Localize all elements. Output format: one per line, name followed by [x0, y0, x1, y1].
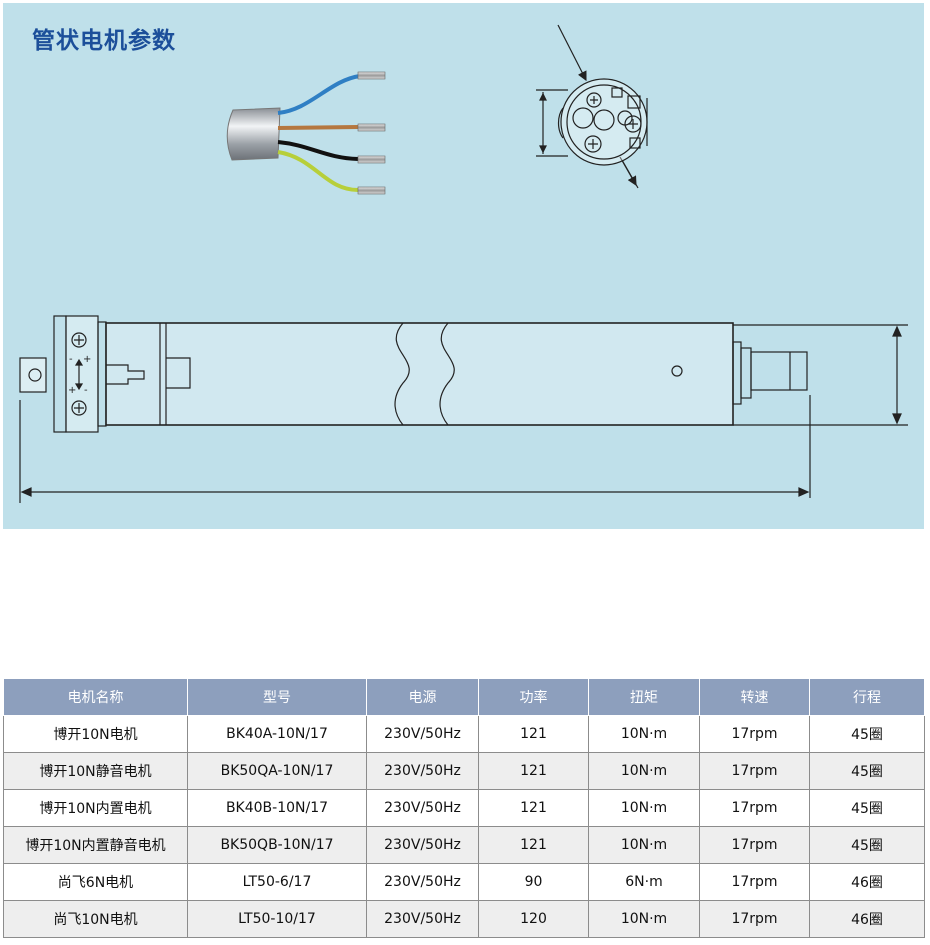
cell-motor-name: 博开10N内置电机 — [3, 789, 188, 827]
cell-model: LT50-6/17 — [187, 863, 367, 901]
table-row: 博开10N电机 BK40A-10N/17 230V/50Hz 121 10N·m… — [3, 715, 925, 753]
cell-power-supply: 230V/50Hz — [366, 900, 479, 938]
cell-power: 120 — [478, 900, 589, 938]
svg-text:-: - — [69, 354, 73, 365]
cell-power: 90 — [478, 863, 589, 901]
cell-travel: 45圈 — [809, 826, 925, 864]
cell-travel: 46圈 — [809, 863, 925, 901]
cell-power: 121 — [478, 752, 589, 790]
cell-power-supply: 230V/50Hz — [366, 826, 479, 864]
cell-travel: 46圈 — [809, 900, 925, 938]
black-wire — [277, 140, 359, 161]
panel-title: 管状电机参数 — [32, 28, 176, 54]
cell-model: BK40A-10N/17 — [187, 715, 367, 753]
table-row: 博开10N内置静音电机 BK50QB-10N/17 230V/50Hz 121 … — [3, 826, 925, 864]
column-header-model: 型号 — [187, 678, 367, 716]
column-header-power-supply: 电源 — [366, 678, 479, 716]
table-row: 博开10N内置电机 BK40B-10N/17 230V/50Hz 121 10N… — [3, 789, 925, 827]
column-header-speed: 转速 — [699, 678, 810, 716]
cell-torque: 10N·m — [588, 715, 700, 753]
cell-speed: 17rpm — [699, 715, 810, 753]
technical-drawings: - + + - — [19, 24, 908, 503]
svg-text:-: - — [84, 385, 88, 396]
blue-wire — [277, 74, 361, 115]
cell-power: 121 — [478, 789, 589, 827]
cell-travel: 45圈 — [809, 789, 925, 827]
svg-text:+: + — [68, 385, 76, 396]
motor-head-end-view — [536, 24, 648, 189]
cell-speed: 17rpm — [699, 752, 810, 790]
brown-wire — [277, 125, 359, 130]
cell-model: LT50-10/17 — [187, 900, 367, 938]
column-header-motor-name: 电机名称 — [3, 678, 188, 716]
cell-model: BK40B-10N/17 — [187, 789, 367, 827]
cell-torque: 6N·m — [588, 863, 700, 901]
cell-motor-name: 博开10N内置静音电机 — [3, 826, 188, 864]
cell-model: BK50QB-10N/17 — [187, 826, 367, 864]
cell-torque: 10N·m — [588, 900, 700, 938]
table-row: 博开10N静音电机 BK50QA-10N/17 230V/50Hz 121 10… — [3, 752, 925, 790]
cell-model: BK50QA-10N/17 — [187, 752, 367, 790]
cell-motor-name: 尚飞6N电机 — [3, 863, 188, 901]
cell-speed: 17rpm — [699, 900, 810, 938]
cell-travel: 45圈 — [809, 752, 925, 790]
cell-power-supply: 230V/50Hz — [366, 863, 479, 901]
cell-power: 121 — [478, 715, 589, 753]
cell-speed: 17rpm — [699, 826, 810, 864]
cell-power-supply: 230V/50Hz — [366, 715, 479, 753]
cell-torque: 10N·m — [588, 752, 700, 790]
cell-motor-name: 博开10N静音电机 — [3, 752, 188, 790]
table-row: 尚飞6N电机 LT50-6/17 230V/50Hz 90 6N·m 17rpm… — [3, 863, 925, 901]
cell-power: 121 — [478, 826, 589, 864]
green-yellow-wire — [277, 150, 359, 192]
cell-motor-name: 博开10N电机 — [3, 715, 188, 753]
cell-torque: 10N·m — [588, 826, 700, 864]
column-header-power: 功率 — [478, 678, 589, 716]
diagram-panel: 管状电机参数 — [3, 3, 924, 529]
cell-travel: 45圈 — [809, 715, 925, 753]
cell-power-supply: 230V/50Hz — [366, 752, 479, 790]
column-header-torque: 扭矩 — [588, 678, 700, 716]
cell-torque: 10N·m — [588, 789, 700, 827]
cable-illustration — [226, 71, 386, 195]
tubular-motor-side-view: - + + - — [19, 315, 908, 503]
column-header-travel: 行程 — [809, 678, 925, 716]
cell-speed: 17rpm — [699, 863, 810, 901]
table-row: 尚飞10N电机 LT50-10/17 230V/50Hz 120 10N·m 1… — [3, 900, 925, 938]
cell-speed: 17rpm — [699, 789, 810, 827]
cell-power-supply: 230V/50Hz — [366, 789, 479, 827]
cell-motor-name: 尚飞10N电机 — [3, 900, 188, 938]
table-header-row: 电机名称 型号 电源 功率 扭矩 转速 行程 — [3, 678, 925, 716]
motor-spec-table: 电机名称 型号 电源 功率 扭矩 转速 行程 博开10N电机 BK40A-10N… — [3, 678, 925, 938]
svg-text:+: + — [83, 354, 91, 365]
